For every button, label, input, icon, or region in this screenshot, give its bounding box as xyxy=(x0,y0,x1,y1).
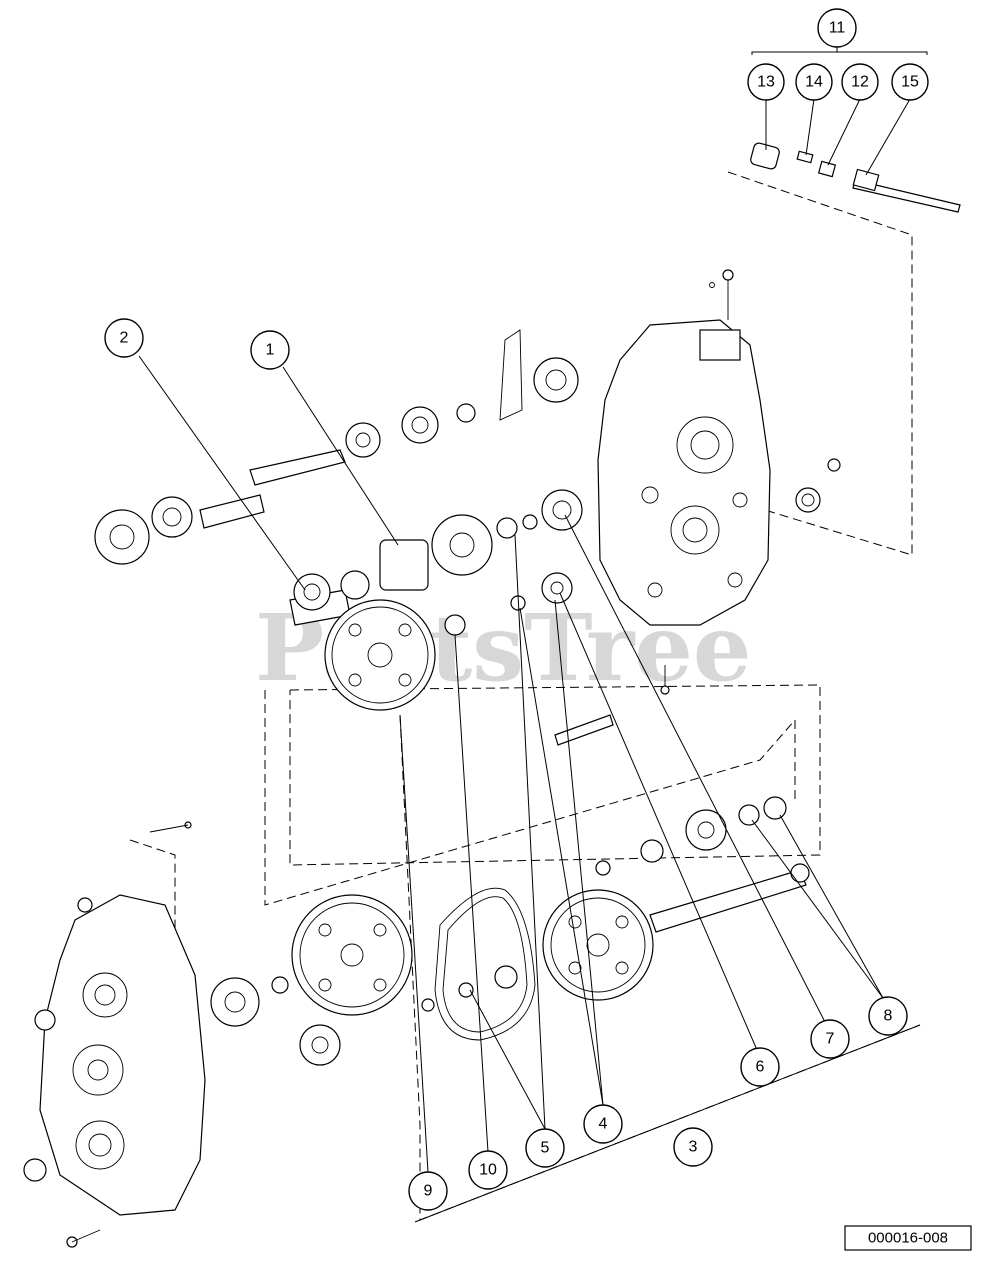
callout-label: 11 xyxy=(829,20,846,37)
callout-4: 4 xyxy=(583,1104,623,1144)
callout-12: 12 xyxy=(841,63,879,101)
reference-code: 000016-008 xyxy=(868,1230,948,1247)
callout-9: 9 xyxy=(408,1171,448,1211)
callout-3: 3 xyxy=(673,1127,713,1167)
callout-label: 3 xyxy=(689,1139,698,1156)
callout-label: 7 xyxy=(826,1031,835,1048)
callout-label: 13 xyxy=(757,74,775,91)
callout-8: 8 xyxy=(868,996,908,1036)
callout-label: 1 xyxy=(266,342,275,359)
callout-label: 12 xyxy=(851,74,869,91)
shafts xyxy=(199,179,961,933)
leader-lines xyxy=(138,46,928,1223)
callout-label: 5 xyxy=(541,1140,550,1157)
callout-2: 2 xyxy=(104,318,144,358)
callout-14: 14 xyxy=(795,63,833,101)
lower-housing-part xyxy=(23,821,206,1248)
callout-label: 6 xyxy=(756,1059,765,1076)
callout-label: 8 xyxy=(884,1008,893,1025)
callout-10: 10 xyxy=(468,1150,508,1190)
upper-housing-part xyxy=(597,269,841,695)
callout-label: 2 xyxy=(120,330,129,347)
callout-label: 15 xyxy=(901,74,919,91)
callout-5: 5 xyxy=(525,1128,565,1168)
callout-label: 10 xyxy=(479,1162,497,1179)
callout-label: 9 xyxy=(424,1183,433,1200)
callout-15: 15 xyxy=(891,63,929,101)
callout-1: 1 xyxy=(250,330,290,370)
callout-6: 6 xyxy=(740,1047,780,1087)
callout-13: 13 xyxy=(747,63,785,101)
callout-11: 11 xyxy=(817,8,857,48)
callout-label: 14 xyxy=(805,74,823,91)
callout-7: 7 xyxy=(810,1019,850,1059)
reference-code-box: 000016-008 xyxy=(844,1225,972,1251)
gears-and-bearings xyxy=(94,329,810,1066)
valve-kit-parts xyxy=(750,142,880,192)
callout-label: 4 xyxy=(599,1116,608,1133)
